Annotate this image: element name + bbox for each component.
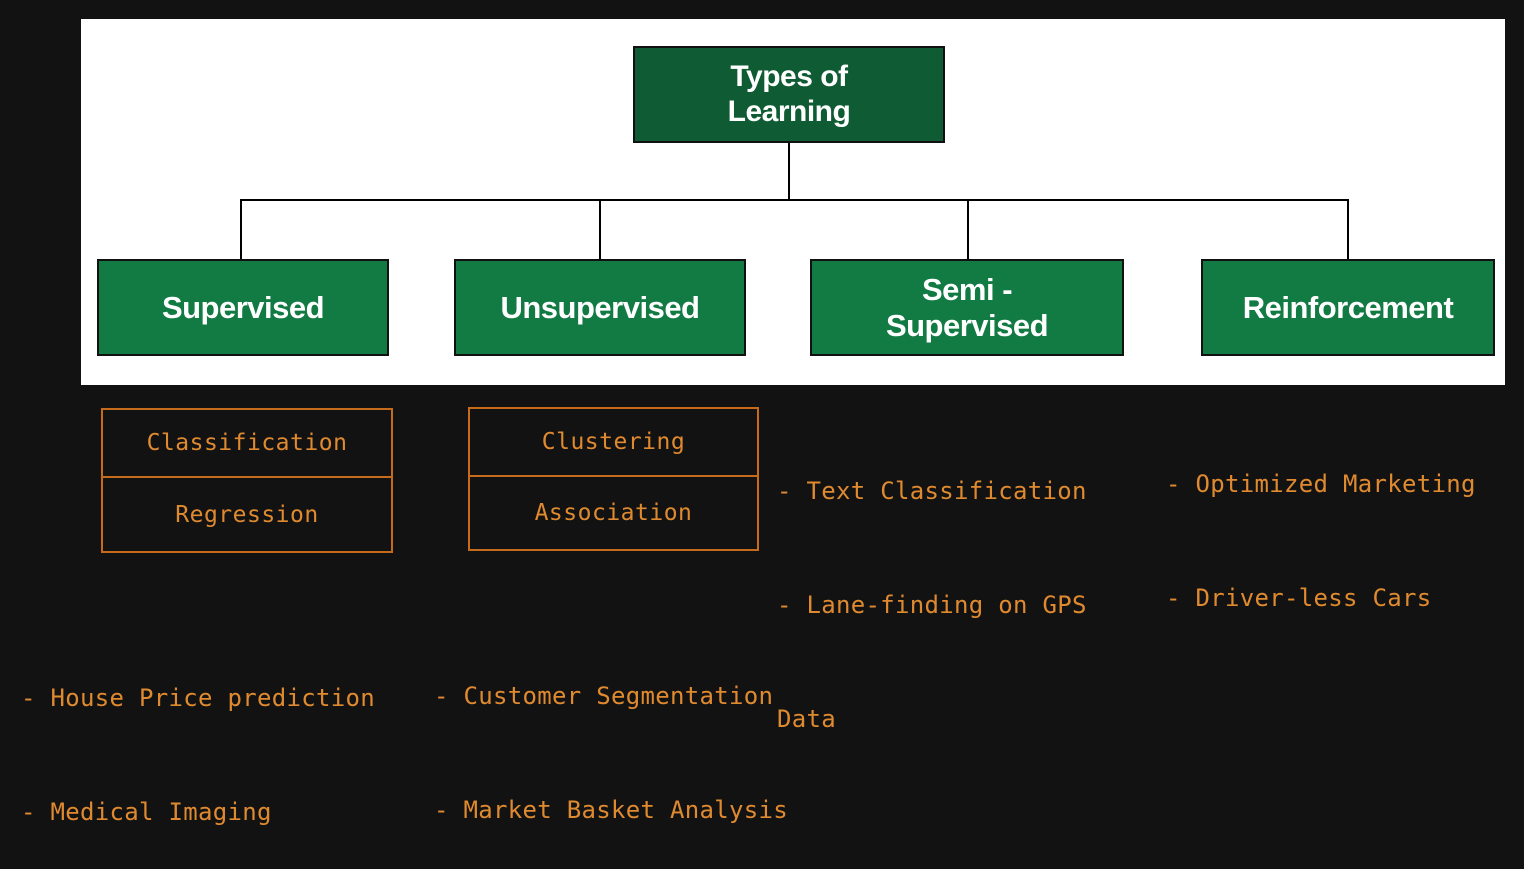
node-unsupervised: Unsupervised	[454, 259, 746, 356]
node-semi-supervised-line2: Supervised	[885, 307, 1049, 343]
unsupervised-example-line2: - Market Basket Analysis	[434, 796, 788, 824]
semi-supervised-connector	[967, 199, 969, 260]
reinforcement-connector	[1347, 199, 1349, 260]
node-semi-supervised-line1: Semi -	[921, 271, 1013, 307]
unsupervised-task-association: Association	[534, 500, 693, 526]
semi-supervised-note-line2: - Lane-finding on GPS	[777, 591, 1087, 619]
supervised-example-line1: - House Price prediction	[21, 684, 375, 712]
unsupervised-box-divider	[470, 475, 757, 477]
supervised-task-regression: Regression	[175, 501, 319, 528]
supervised-task-classification: Classification	[146, 430, 348, 456]
node-supervised: Supervised	[97, 259, 389, 356]
supervised-task-box: Classification Regression	[101, 408, 393, 553]
node-unsupervised-label: Unsupervised	[500, 289, 700, 325]
reinforcement-notes: - Optimized Marketing - Driver-less Cars	[1166, 389, 1476, 655]
reinforcement-note-line1: - Optimized Marketing	[1166, 470, 1476, 498]
reinforcement-note-line2: - Driver-less Cars	[1166, 584, 1432, 612]
semi-supervised-note-line1: - Text Classification	[777, 477, 1087, 505]
unsupervised-connector	[599, 199, 601, 260]
node-reinforcement: Reinforcement	[1201, 259, 1495, 356]
unsupervised-task-clustering: Clustering	[541, 429, 686, 455]
node-reinforcement-label: Reinforcement	[1242, 289, 1454, 325]
root-node-line2: Learning	[727, 94, 851, 128]
unsupervised-examples: - Customer Segmentation - Market Basket …	[434, 601, 788, 867]
root-node-line1: Types of	[730, 60, 848, 93]
horizontal-connector	[240, 199, 1349, 201]
root-node-types-of-learning: Types of Learning	[633, 46, 945, 143]
diagram-panel: Types of Learning Supervised Unsupervise…	[81, 19, 1505, 385]
node-supervised-label: Supervised	[161, 289, 325, 325]
unsupervised-task-box: Clustering Association	[468, 407, 759, 551]
unsupervised-example-line1: - Customer Segmentation	[434, 682, 774, 710]
node-semi-supervised: Semi - Supervised	[810, 259, 1124, 356]
supervised-box-divider	[103, 476, 391, 478]
semi-supervised-notes: - Text Classification - Lane-finding on …	[777, 396, 1087, 776]
root-connector	[788, 142, 790, 200]
supervised-examples: - House Price prediction - Medical Imagi…	[21, 603, 375, 869]
supervised-connector	[240, 199, 242, 260]
semi-supervised-note-line3: Data	[777, 705, 836, 733]
supervised-example-line2: - Medical Imaging	[21, 798, 272, 826]
